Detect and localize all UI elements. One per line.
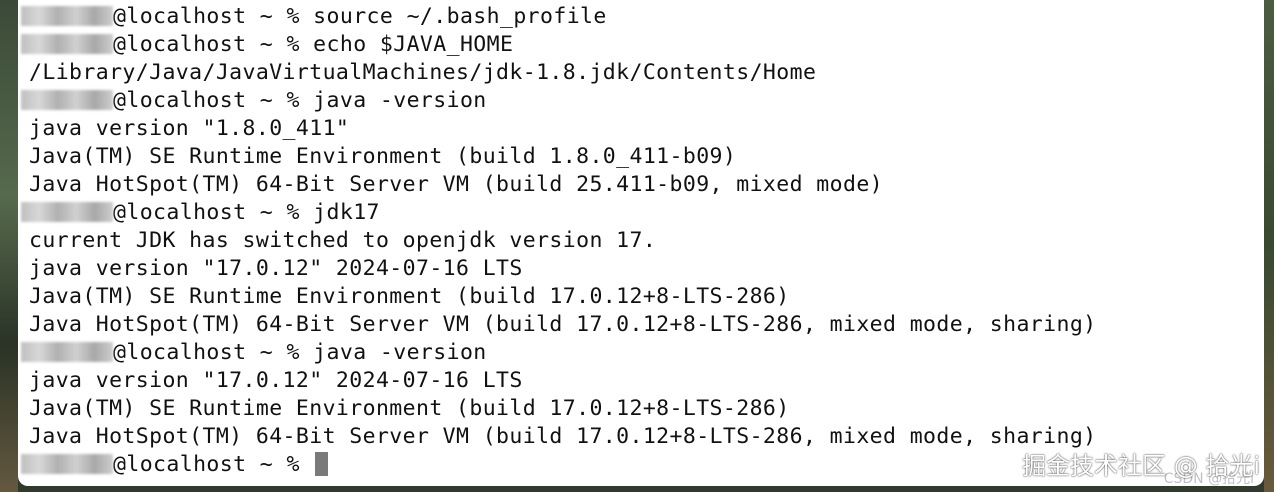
redacted-username [21,202,113,222]
output-line: Java(TM) SE Runtime Environment (build 1… [29,283,790,311]
output-text: Java(TM) SE Runtime Environment (build 1… [29,284,790,309]
output-line: /Library/Java/JavaVirtualMachines/jdk-1.… [29,59,816,87]
prompt-line: @localhost ~ % java -version [21,339,487,367]
output-line: Java HotSpot(TM) 64-Bit Server VM (build… [29,171,883,199]
redacted-username [21,90,113,110]
output-line: java version "17.0.12" 2024-07-16 LTS [29,367,523,395]
output-text: current JDK has switched to openjdk vers… [29,228,657,253]
output-text: Java(TM) SE Runtime Environment (build 1… [29,144,737,169]
prompt-line: @localhost ~ % source ~/.bash_profile [21,3,607,31]
output-line: java version "17.0.12" 2024-07-16 LTS [29,255,523,283]
output-line: Java HotSpot(TM) 64-Bit Server VM (build… [29,423,1097,451]
output-text: java version "1.8.0_411" [29,116,350,141]
prompt-text: @localhost ~ % source ~/.bash_profile [113,4,607,29]
output-text: Java HotSpot(TM) 64-Bit Server VM (build… [29,424,1097,449]
output-text: java version "17.0.12" 2024-07-16 LTS [29,368,523,393]
output-line: Java(TM) SE Runtime Environment (build 1… [29,395,790,423]
output-line: Java(TM) SE Runtime Environment (build 1… [29,143,736,171]
terminal-window[interactable]: @localhost ~ % source ~/.bash_profile @lo… [18,0,1264,486]
prompt-text: @localhost ~ % jdk17 [113,200,380,225]
desktop-wallpaper-left [0,0,18,492]
output-text: Java HotSpot(TM) 64-Bit Server VM (build… [29,172,884,197]
output-text: Java(TM) SE Runtime Environment (build 1… [29,396,790,421]
csdn-watermark: CSDN @拾光i [1163,471,1254,487]
output-text: /Library/Java/JavaVirtualMachines/jdk-1.… [29,60,817,85]
juejin-watermark: 掘金技术社区 @ 拾光i [1022,452,1260,480]
text-cursor [315,452,329,476]
output-line: current JDK has switched to openjdk vers… [29,227,656,255]
redacted-username [21,342,113,362]
prompt-line: @localhost ~ % jdk17 [21,199,380,227]
output-line: java version "1.8.0_411" [29,115,349,143]
redacted-username [21,6,113,26]
prompt-text: @localhost ~ % echo $JAVA_HOME [113,32,514,57]
prompt-text: @localhost ~ % java -version [113,340,487,365]
desktop-wallpaper-right [1264,0,1274,492]
prompt-line: @localhost ~ % echo $JAVA_HOME [21,31,514,59]
output-line: Java HotSpot(TM) 64-Bit Server VM (build… [29,311,1097,339]
output-text: java version "17.0.12" 2024-07-16 LTS [29,256,523,281]
prompt-line: @localhost ~ % java -version [21,87,487,115]
redacted-username [21,454,113,474]
output-text: Java HotSpot(TM) 64-Bit Server VM (build… [29,312,1097,337]
prompt-text: @localhost ~ % [113,452,314,477]
prompt-text: @localhost ~ % java -version [113,88,487,113]
redacted-username [21,34,113,54]
prompt-line: @localhost ~ % [21,451,329,479]
